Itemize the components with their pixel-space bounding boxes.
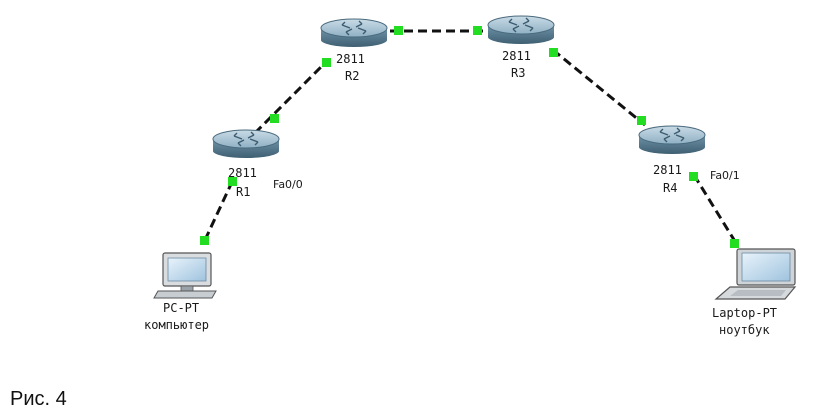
link-r3-r4[interactable] (552, 48, 646, 127)
laptop-name-label: ноутбук (719, 323, 770, 337)
router-model-label: 2811 (502, 49, 531, 63)
router-r4[interactable] (638, 125, 706, 154)
link-pc-r1[interactable] (203, 181, 234, 241)
link-light (394, 26, 403, 35)
link-light (322, 58, 331, 67)
link-light (270, 114, 279, 123)
router-arrows-icon (341, 20, 367, 36)
link-r1-r2[interactable] (243, 58, 330, 145)
link-r4-laptop[interactable] (692, 174, 738, 244)
router-arrows-icon (508, 17, 534, 33)
link-lights (200, 26, 739, 248)
pc-name-label: компьютер (144, 318, 209, 332)
figure-caption: Рис. 4 (10, 388, 67, 410)
pc-device[interactable] (153, 252, 217, 299)
link-light (549, 48, 558, 57)
port-label-fa0-0: Fa0/0 (273, 178, 303, 191)
link-light (228, 177, 237, 186)
router-r1[interactable] (212, 129, 280, 158)
link-light (689, 172, 698, 181)
network-topology-diagram: 2811 R2 2811 R3 2811 R1 Fa0/0 2811 R4 Fa… (144, 15, 797, 337)
router-arrows-icon (233, 131, 259, 147)
router-arrows-icon (659, 127, 685, 143)
link-light (473, 26, 482, 35)
router-model-label: 2811 (228, 166, 257, 180)
router-name-label: R2 (345, 69, 359, 83)
desktop-computer-icon (153, 252, 217, 299)
router-name-label: R4 (663, 181, 677, 195)
links (203, 29, 738, 244)
laptop-device[interactable] (714, 248, 797, 300)
port-label-fa0-1: Fa0/1 (710, 169, 740, 182)
router-model-label: 2811 (336, 52, 365, 66)
router-model-label: 2811 (653, 163, 682, 177)
link-light (730, 239, 739, 248)
router-name-label: R3 (511, 66, 525, 80)
pc-type-label: PC-PT (163, 301, 199, 315)
link-light (200, 236, 209, 245)
link-light (637, 116, 646, 125)
router-name-label: R1 (236, 185, 250, 199)
laptop-icon (714, 248, 797, 300)
router-r3[interactable] (487, 15, 555, 44)
router-r2[interactable] (320, 18, 388, 47)
laptop-type-label: Laptop-PT (712, 306, 777, 320)
